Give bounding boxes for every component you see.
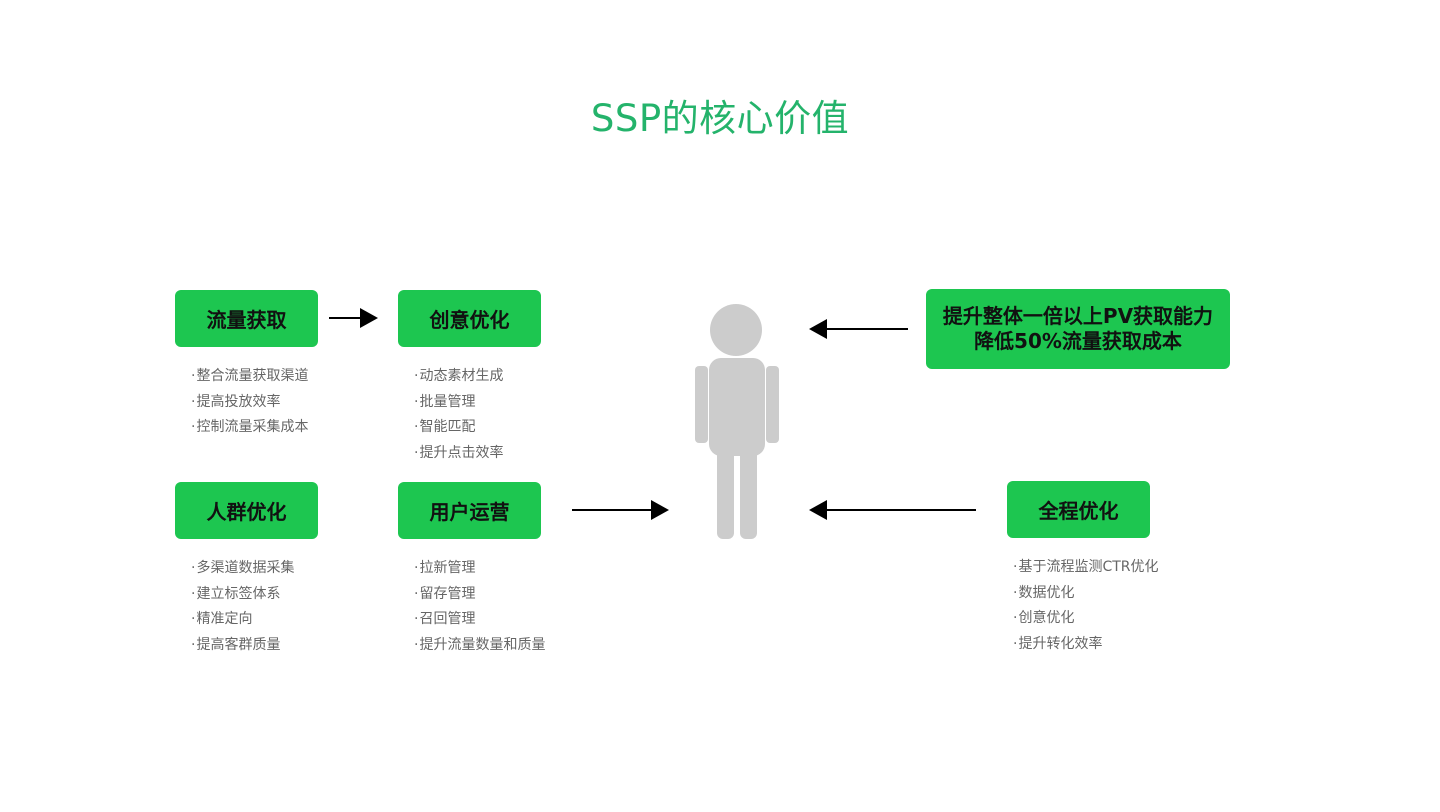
page-title: SSP的核心价值 (590, 97, 850, 140)
list-item: 整合流量获取渠道 (191, 364, 308, 390)
list-crowd: 多渠道数据采集 建立标签体系 精准定向 提高客群质量 (191, 556, 294, 658)
list-userops: 拉新管理 留存管理 召回管理 提升流量数量和质量 (414, 556, 545, 658)
list-item: 建立标签体系 (191, 582, 294, 608)
box-crowd: 人群优化 (175, 482, 318, 539)
list-item: 留存管理 (414, 582, 545, 608)
list-item: 多渠道数据采集 (191, 556, 294, 582)
arrow-traffic-to-creative-icon (329, 308, 378, 328)
box-userops: 用户运营 (398, 482, 541, 539)
list-item: 精准定向 (191, 607, 294, 633)
list-fullflow: 基于流程监测CTR优化 数据优化 创意优化 提升转化效率 (1013, 555, 1159, 658)
list-item: 召回管理 (414, 607, 545, 633)
person-icon (695, 304, 779, 539)
outcome-line-1: 提升整体一倍以上PV获取能力 (942, 304, 1214, 328)
box-outcome: 提升整体一倍以上PV获取能力 降低50%流量获取成本 (926, 289, 1230, 369)
list-item: 基于流程监测CTR优化 (1013, 555, 1158, 581)
list-item: 数据优化 (1013, 581, 1159, 607)
box-traffic: 流量获取 (175, 290, 318, 347)
list-item: 创意优化 (1013, 606, 1159, 632)
list-item: 拉新管理 (414, 556, 545, 582)
box-creative: 创意优化 (398, 290, 541, 347)
outcome-line-2: 降低50%流量获取成本 (974, 329, 1182, 353)
list-item: 提高投放效率 (191, 390, 308, 416)
arrow-fullflow-to-person-icon (809, 500, 976, 520)
list-item: 提升点击效率 (414, 441, 503, 467)
list-item: 批量管理 (414, 390, 503, 416)
arrow-outcome-to-person-icon (809, 319, 908, 339)
list-item: 控制流量采集成本 (191, 415, 308, 441)
list-item: 提升转化效率 (1013, 632, 1159, 658)
list-item: 动态素材生成 (414, 364, 503, 390)
list-item: 提升流量数量和质量 (414, 633, 545, 659)
box-fullflow: 全程优化 (1007, 481, 1150, 538)
arrow-userops-to-person-icon (572, 500, 669, 520)
list-item: 智能匹配 (414, 415, 503, 441)
list-creative: 动态素材生成 批量管理 智能匹配 提升点击效率 (414, 364, 503, 466)
list-traffic: 整合流量获取渠道 提高投放效率 控制流量采集成本 (191, 364, 308, 441)
list-item: 提高客群质量 (191, 633, 294, 659)
